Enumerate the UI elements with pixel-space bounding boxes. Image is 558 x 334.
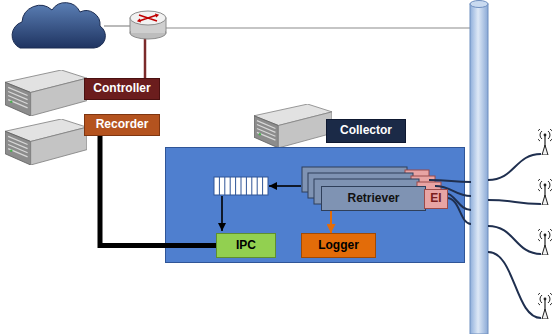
retriever-stack [302,167,441,204]
ei-wires [429,180,471,224]
enqueue-arrow [269,185,301,187]
box-label: Retriever [347,192,399,205]
antenna-icon [537,179,554,205]
flow-arrow [330,211,332,233]
router-icon [130,11,166,39]
process-box: Retriever [321,186,426,211]
server-role-label: Recorder [84,114,160,136]
box-label: Recorder [96,118,149,131]
controller-server-icon [5,70,87,116]
controller-wire [144,38,147,78]
dequeue-arrow [221,196,223,231]
process-box: IPC [216,233,276,258]
antenna-icon [537,229,554,255]
box-label: Logger [318,239,359,252]
box-label: IPC [236,239,256,252]
antenna-icon [537,129,554,155]
collector-panel: CollectorRetrieverEIIPCLogger [165,147,465,263]
cloud-link-wire [104,25,131,26]
collector-server-icon [254,104,332,148]
network-bus [470,1,488,334]
antenna-wires [488,154,541,318]
box-label: Controller [93,82,150,95]
uplink-wire [166,27,471,28]
internet-cloud [12,3,105,48]
recorder-server-icon [5,119,87,165]
server-role-label: Controller [84,78,160,100]
box-label: EI [430,192,441,205]
interface-box: EI [424,189,448,209]
data-link [100,136,216,246]
server-role-label: Collector [326,119,406,143]
antenna-icon [537,293,554,319]
process-box: Logger [301,233,376,258]
box-label: Collector [340,124,392,137]
message-queue [214,177,268,195]
